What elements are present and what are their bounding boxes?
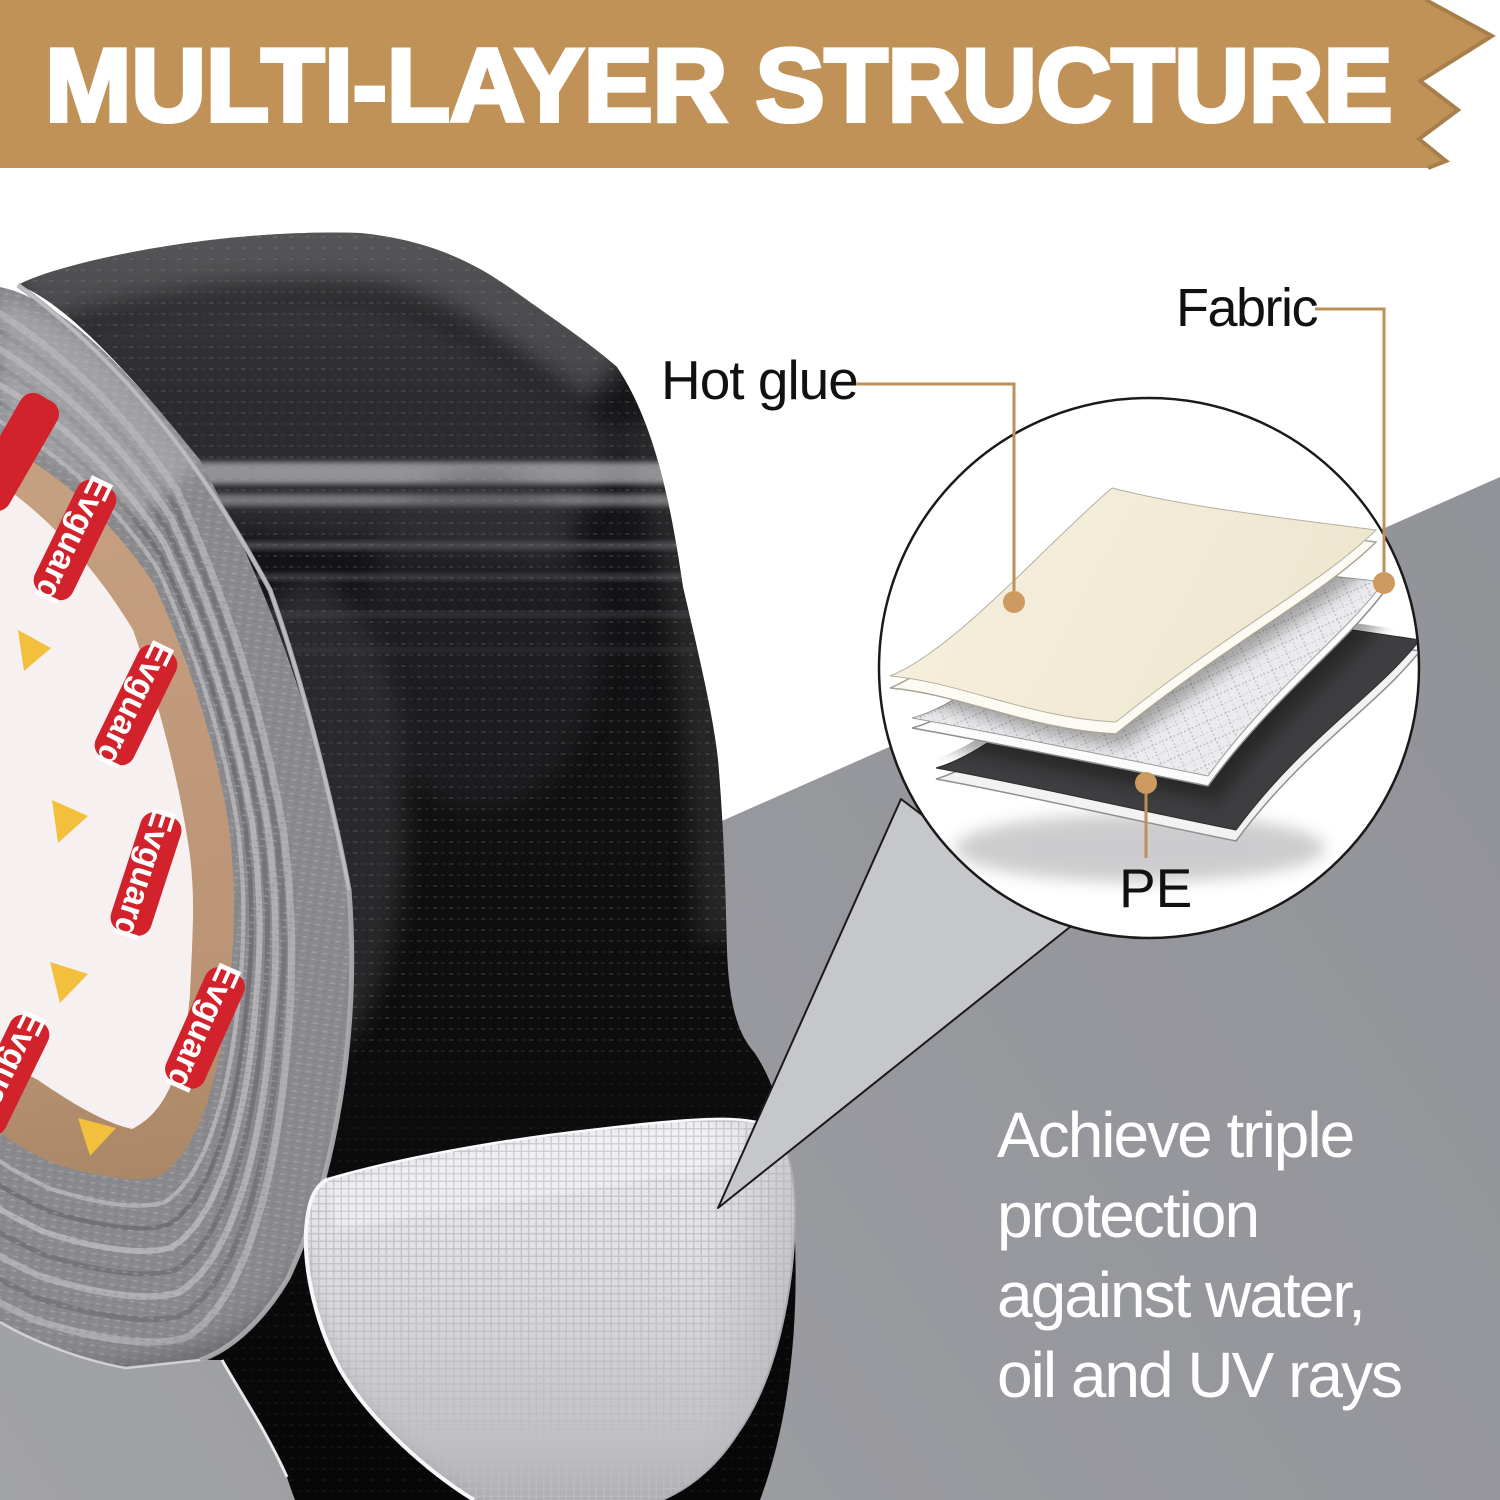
svg-text:PE: PE [1119, 857, 1192, 919]
svg-text:Achieve triple: Achieve triple [997, 1099, 1353, 1171]
svg-text:against water,: against water, [997, 1259, 1364, 1331]
svg-text:Fabric: Fabric [1176, 278, 1318, 338]
svg-text:Hot glue: Hot glue [661, 349, 858, 411]
svg-text:protection: protection [997, 1179, 1258, 1251]
svg-text:MULTI-LAYER STRUCTURE: MULTI-LAYER STRUCTURE [45, 28, 1392, 144]
svg-text:oil and UV rays: oil and UV rays [997, 1339, 1401, 1411]
